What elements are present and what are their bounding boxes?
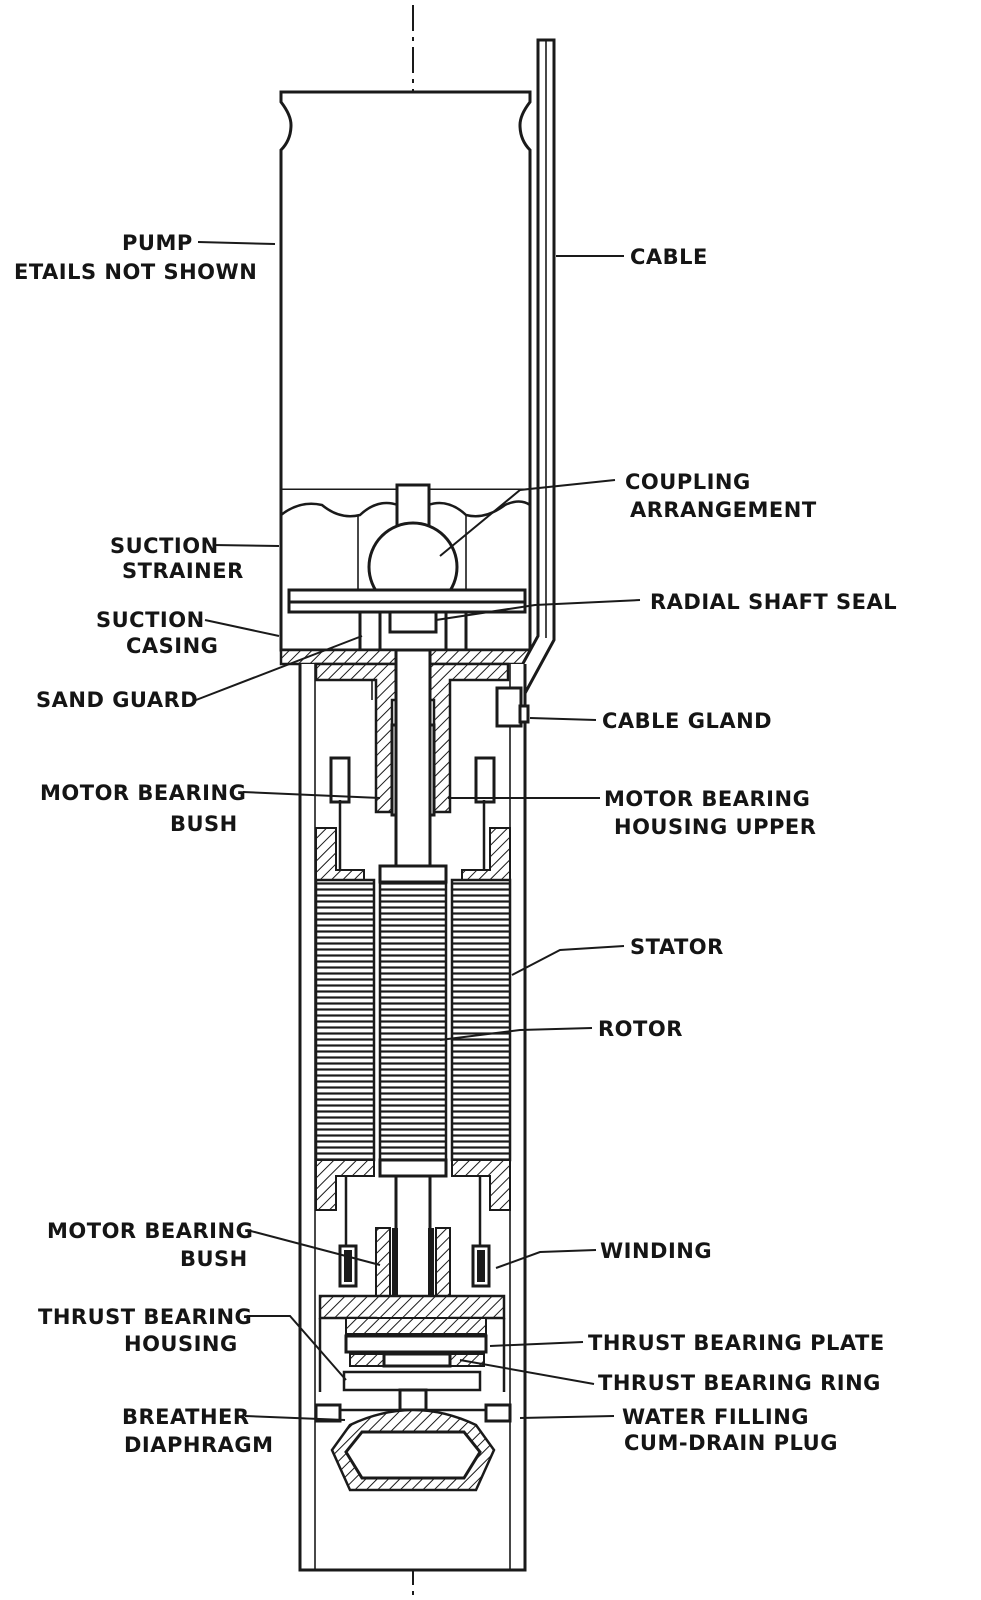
label-pump-line2: ETAILS NOT SHOWN	[14, 260, 257, 284]
leader-lines	[195, 241, 641, 1421]
thrust-bearing-plate	[345, 1317, 487, 1335]
rotor	[378, 878, 448, 1162]
label-motor-bearing-bush-upper-line2: BUSH	[170, 812, 238, 836]
thrust-bearing-ring	[349, 1353, 385, 1367]
label-water-filling-line2: CUM-DRAIN PLUG	[624, 1431, 838, 1455]
shaft	[394, 648, 432, 882]
stator-right	[450, 878, 512, 1162]
label-thrust-bearing-plate: THRUST BEARING PLATE	[588, 1331, 885, 1355]
label-water-filling-line1: WATER FILLING	[622, 1405, 809, 1429]
label-coupling-line2: ARRANGEMENT	[630, 498, 817, 522]
label-motor-bearing-housing-upper-line2: HOUSING UPPER	[614, 815, 816, 839]
label-motor-bearing-bush-lower-line2: BUSH	[180, 1247, 248, 1271]
label-suction-casing-line2: CASING	[126, 634, 218, 658]
stator-left	[314, 878, 376, 1162]
label-suction-casing-line1: SUCTION	[96, 608, 205, 632]
label-cable-gland: CABLE GLAND	[602, 709, 772, 733]
label-breather-diaphragm-line2: DIAPHRAGM	[124, 1433, 274, 1457]
label-winding: WINDING	[600, 1239, 712, 1263]
label-stator: STATOR	[630, 935, 724, 959]
cable-gland	[495, 686, 523, 728]
label-cable: CABLE	[630, 245, 708, 269]
suction-casing	[279, 588, 532, 666]
label-sand-guard: SAND GUARD	[36, 688, 198, 712]
label-thrust-bearing-housing-line2: HOUSING	[124, 1332, 238, 1356]
label-motor-bearing-bush-lower-line1: MOTOR BEARING	[47, 1219, 253, 1243]
label-pump-line1: PUMP	[122, 231, 193, 255]
suction-strainer	[280, 500, 531, 518]
lower-bearing-bush	[375, 1227, 451, 1311]
label-thrust-bearing-housing-line1: THRUST BEARING	[38, 1305, 252, 1329]
label-motor-bearing-bush-upper-line1: MOTOR BEARING	[40, 781, 246, 805]
label-motor-bearing-housing-upper-line1: MOTOR BEARING	[604, 787, 810, 811]
label-rotor: ROTOR	[598, 1017, 683, 1041]
label-suction-strainer-line1: SUCTION	[110, 534, 219, 558]
label-coupling-line1: COUPLING	[625, 470, 751, 494]
breather-diaphragm	[314, 1403, 512, 1492]
label-radial-shaft-seal: RADIAL SHAFT SEAL	[650, 590, 897, 614]
label-suction-strainer-line2: STRAINER	[122, 559, 244, 583]
label-breather-diaphragm-line1: BREATHER	[122, 1405, 250, 1429]
label-thrust-bearing-ring: THRUST BEARING RING	[598, 1371, 881, 1395]
